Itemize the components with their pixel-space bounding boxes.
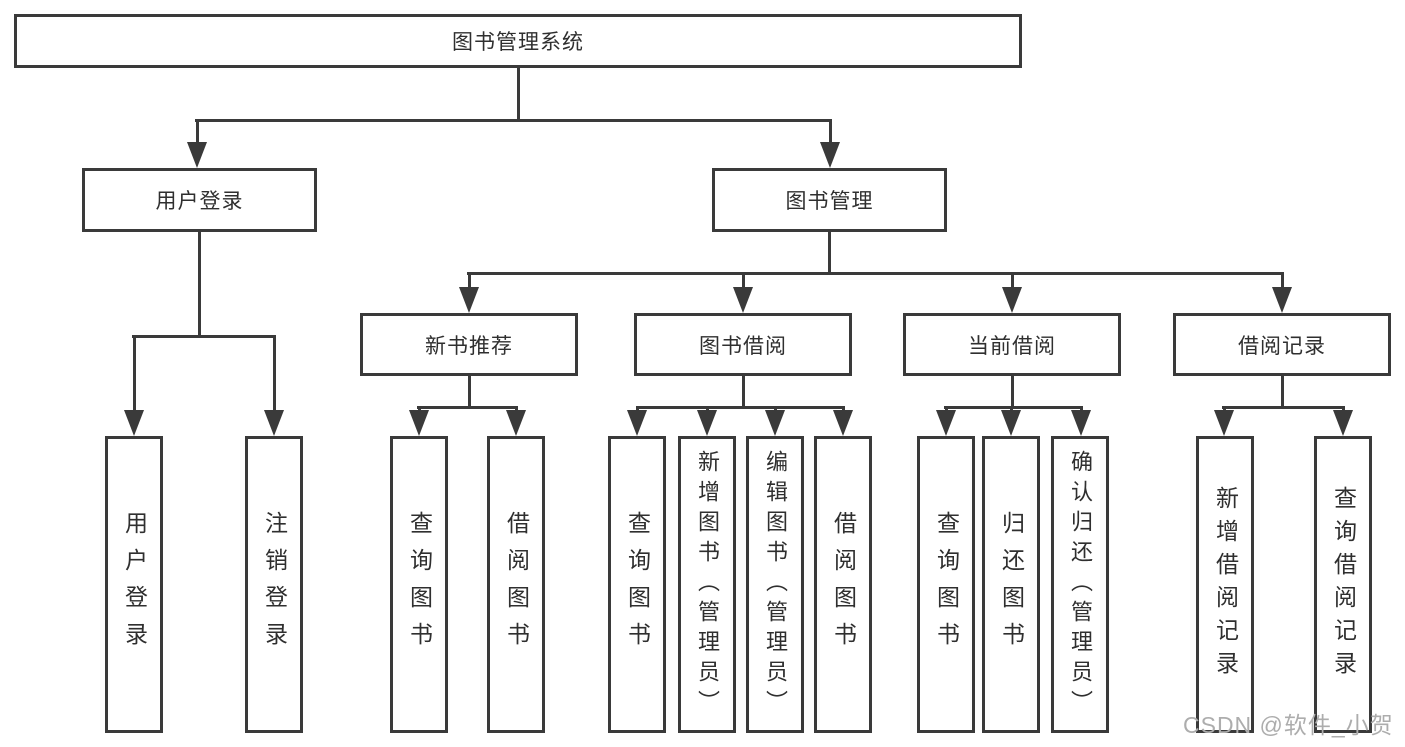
node-current-borrowing-label: 当前借阅: [968, 334, 1056, 358]
node-user-login-leaf-label: 用户登录: [121, 510, 148, 659]
connector-line: [133, 335, 136, 417]
connector-line: [273, 335, 276, 417]
node-query-books-2: 查询图书: [608, 436, 666, 733]
connector-line: [1011, 272, 1014, 294]
node-return-books: 归还图书: [982, 436, 1040, 733]
node-book-management: 图书管理: [712, 168, 947, 232]
node-borrow-records-label: 借阅记录: [1238, 334, 1326, 358]
arrow-down-icon: [733, 287, 753, 313]
connector-line: [742, 376, 745, 408]
connector-line: [829, 119, 832, 149]
arrow-down-icon: [627, 410, 647, 436]
connector-line: [1222, 406, 1345, 409]
node-borrow-records: 借阅记录: [1173, 313, 1391, 376]
arrow-down-icon: [820, 142, 840, 168]
node-user-login-leaf: 用户登录: [105, 436, 163, 733]
node-edit-books-admin: 编辑图书（管理员）: [746, 436, 804, 733]
arrow-down-icon: [1002, 287, 1022, 313]
node-query-books-3-label: 查询图书: [933, 510, 960, 659]
arrow-down-icon: [936, 410, 956, 436]
connector-line: [467, 272, 1284, 275]
arrow-down-icon: [264, 410, 284, 436]
node-book-management-label: 图书管理: [785, 190, 874, 213]
arrow-down-icon: [1272, 287, 1292, 313]
node-current-borrowing: 当前借阅: [903, 313, 1121, 376]
node-user-login: 用户登录: [82, 168, 317, 232]
node-add-books-admin: 新增图书（管理员）: [678, 436, 736, 733]
node-logout: 注销登录: [245, 436, 303, 733]
node-logout-label: 注销登录: [261, 510, 288, 659]
connector-line: [195, 119, 832, 122]
connector-line: [198, 232, 201, 337]
node-book-borrowing: 图书借阅: [634, 313, 852, 376]
node-query-books-3: 查询图书: [917, 436, 975, 733]
node-borrow-books-2-label: 借阅图书: [830, 510, 857, 659]
arrow-down-icon: [1001, 410, 1021, 436]
arrow-down-icon: [833, 410, 853, 436]
connector-line: [636, 406, 845, 409]
connector-line: [1281, 272, 1284, 294]
arrow-down-icon: [459, 287, 479, 313]
connector-line: [944, 406, 1083, 409]
arrow-down-icon: [1214, 410, 1234, 436]
node-confirm-return-admin: 确认归还（管理员）: [1051, 436, 1109, 733]
node-add-books-admin-label: 新增图书（管理员）: [695, 449, 720, 720]
csdn-watermark: CSDN @软件_小贺同学: [1183, 712, 1394, 747]
connector-line: [468, 272, 471, 294]
node-add-borrow-record: 新增借阅记录: [1196, 436, 1254, 733]
node-library-system-label: 图书管理系统: [452, 31, 584, 54]
connector-line: [742, 272, 745, 294]
node-book-borrowing-label: 图书借阅: [699, 334, 787, 358]
connector-line: [828, 232, 831, 274]
node-new-book-recommend-label: 新书推荐: [425, 334, 513, 358]
arrow-down-icon: [697, 410, 717, 436]
node-edit-books-admin-label: 编辑图书（管理员）: [763, 449, 788, 720]
connector-line: [196, 119, 199, 149]
connector-line: [517, 68, 520, 120]
node-new-book-recommend: 新书推荐: [360, 313, 578, 376]
node-query-books-1: 查询图书: [390, 436, 448, 733]
connector-line: [417, 406, 518, 409]
node-return-books-label: 归还图书: [998, 510, 1025, 659]
node-query-borrow-record-label: 查询借阅记录: [1330, 485, 1357, 684]
arrow-down-icon: [187, 142, 207, 168]
arrow-down-icon: [1071, 410, 1091, 436]
node-borrow-books-1-label: 借阅图书: [503, 510, 530, 659]
node-borrow-books-2: 借阅图书: [814, 436, 872, 733]
node-confirm-return-admin-label: 确认归还（管理员）: [1068, 449, 1093, 720]
node-library-system: 图书管理系统: [14, 14, 1022, 68]
node-borrow-books-1: 借阅图书: [487, 436, 545, 733]
arrow-down-icon: [124, 410, 144, 436]
arrow-down-icon: [506, 410, 526, 436]
node-user-login-label: 用户登录: [155, 190, 244, 213]
connector-line: [1011, 376, 1014, 408]
arrow-down-icon: [409, 410, 429, 436]
connector-line: [1281, 376, 1284, 408]
arrow-down-icon: [765, 410, 785, 436]
node-query-borrow-record: 查询借阅记录: [1314, 436, 1372, 733]
node-add-borrow-record-label: 新增借阅记录: [1212, 485, 1239, 684]
connector-line: [468, 376, 471, 408]
connector-line: [132, 335, 276, 338]
arrow-down-icon: [1333, 410, 1353, 436]
node-query-books-2-label: 查询图书: [624, 510, 651, 659]
node-query-books-1-label: 查询图书: [406, 510, 433, 659]
